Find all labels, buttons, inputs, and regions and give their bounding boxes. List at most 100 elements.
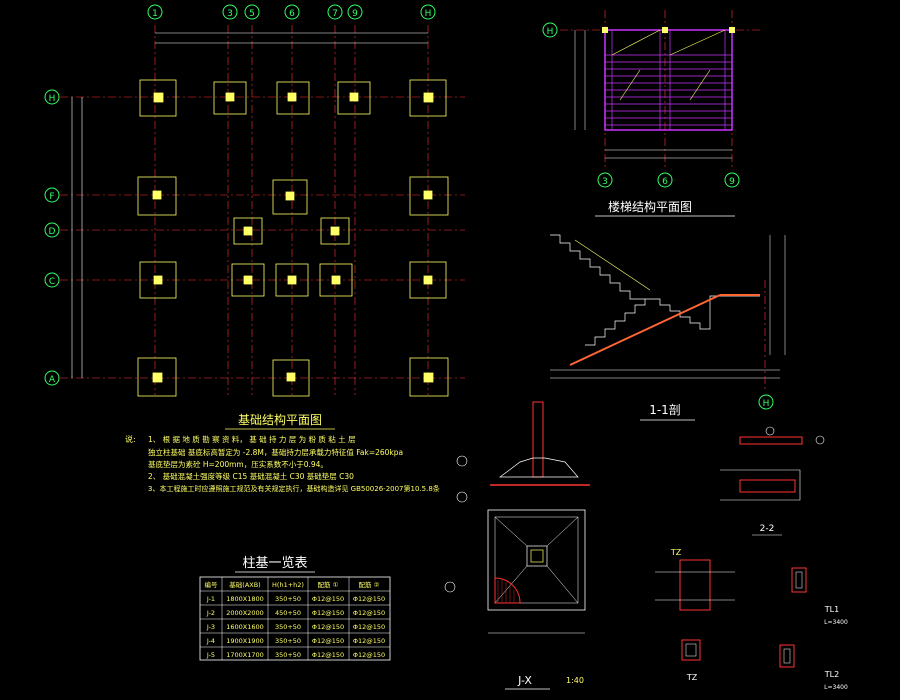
table-header-cell: 基础(AXB) (229, 580, 260, 589)
table-cell: 2000X2000 (226, 609, 264, 617)
svg-text:H: H (547, 27, 554, 37)
detail-22-label: 2-2 (760, 524, 775, 534)
grid-bubble: F (44, 187, 60, 203)
grid-bubble: 7 (327, 4, 343, 20)
tl2-detail: TL2 L=3400 (779, 644, 848, 691)
tl1-detail: TL1 L=3400 (791, 567, 848, 626)
svg-text:7: 7 (332, 9, 338, 19)
table-cell: J-3 (206, 623, 215, 631)
table-cell: 1700X1700 (226, 651, 264, 659)
detail-2-2: 2-2 (720, 426, 825, 536)
foundation-plan-title: 基础结构平面图 (238, 412, 322, 427)
foundation-grid-lines (60, 25, 465, 395)
table-cell: Φ12@150 (312, 623, 344, 631)
table-header-cell: 配筋 ① (318, 580, 339, 589)
footing-schedule-table: 编号 基础(AXB) H(h1+h2) 配筋 ① 配筋 ② J-1 1800X1… (199, 576, 391, 661)
tz2-label: TZ (686, 673, 698, 682)
grid-bubbles-left: H F D C A (44, 89, 60, 386)
table-cell: 1600X1600 (226, 623, 264, 631)
svg-text:F: F (49, 192, 54, 202)
grid-bubble: 3 (597, 172, 613, 188)
table-cell: Φ12@150 (312, 637, 344, 645)
grid-bubble: 1 (147, 4, 163, 20)
svg-text:3: 3 (227, 9, 233, 19)
table-cell: Φ12@150 (353, 637, 385, 645)
tl1-scale: L=3400 (824, 619, 848, 626)
svg-text:H: H (763, 399, 770, 409)
svg-text:D: D (49, 227, 56, 237)
note-line: 3、本工程施工时应遵照施工规范及有关规定执行，基础构造详见 GB50026-20… (148, 484, 440, 493)
svg-text:1: 1 (152, 9, 158, 19)
table-header-cell: 编号 (205, 580, 219, 589)
table-header-cell: H(h1+h2) (272, 581, 304, 589)
tl2-scale: L=3400 (824, 684, 848, 691)
table-cell: J-5 (206, 651, 215, 659)
section-title: 1-1剖 (649, 403, 681, 417)
svg-text:H: H (49, 94, 56, 104)
grid-bubble: 6 (657, 172, 673, 188)
svg-text:6: 6 (662, 177, 668, 187)
table-cell: 350+50 (275, 595, 301, 603)
svg-text:A: A (49, 375, 56, 385)
svg-text:9: 9 (729, 177, 735, 187)
table-cell: Φ12@150 (353, 623, 385, 631)
tz-detail: TZ (655, 548, 735, 611)
svg-text:9: 9 (352, 9, 358, 19)
note-line: 1、 根 据 地 质 勘 察 资 料， 基 础 持 力 层 为 粉 质 粘 土 … (148, 434, 356, 444)
tz2-detail: TZ (681, 639, 701, 682)
note-line: 2、 基础混凝土强度等级 C15 基础混凝土 C30 基础垫层 C30 (148, 471, 354, 481)
grid-bubble: H (44, 89, 60, 105)
grid-bubble: H (758, 394, 774, 410)
table-cell: Φ12@150 (353, 609, 385, 617)
note-line: 独立柱基础 基底标高暂定为 -2.8M，基础持力层承载力特征值 Fak=260k… (148, 447, 403, 457)
detail-jx-label: J-X (517, 674, 532, 687)
svg-text:C: C (49, 277, 55, 287)
table-cell: J-4 (206, 637, 215, 645)
grid-bubble: 5 (244, 4, 260, 20)
tz-label: TZ (670, 548, 682, 557)
table-cell: Φ12@150 (312, 595, 344, 603)
grid-bubble: 9 (347, 4, 363, 20)
table-cell: Φ12@150 (312, 609, 344, 617)
table-cell: 1800X1800 (226, 595, 264, 603)
table-cell: Φ12@150 (353, 651, 385, 659)
svg-text:3: 3 (602, 177, 608, 187)
table-cell: 350+50 (275, 651, 301, 659)
grid-bubble: C (44, 272, 60, 288)
tl2-label: TL2 (824, 670, 839, 679)
table-title: 柱基一览表 (242, 555, 307, 571)
table-header-cell: 配筋 ② (359, 580, 380, 589)
table-cell: 1900X1900 (226, 637, 264, 645)
grid-bubble: D (44, 222, 60, 238)
grid-bubble: H (542, 22, 558, 38)
table-cell: 450+50 (275, 609, 301, 617)
detail-jx-scale: 1:40 (566, 676, 584, 685)
grid-bubble: 6 (284, 4, 300, 20)
svg-text:6: 6 (289, 9, 295, 19)
grid-bubbles-top: 1 3 5 6 7 9 H (147, 4, 436, 20)
grid-bubble: H (420, 4, 436, 20)
table-cell: J-1 (206, 595, 215, 603)
table-cell: J-2 (206, 609, 215, 617)
stair-plan-title: 楼梯结构平面图 (608, 199, 692, 214)
grid-bubble: A (44, 370, 60, 386)
foundation-dimension-lines (71, 32, 428, 378)
grid-bubble: 3 (222, 4, 238, 20)
note-line: 基底垫层为素砼 H=200mm，压实系数不小于0.94。 (148, 459, 328, 469)
notes-label: 说: (125, 434, 136, 444)
table-cell: 350+50 (275, 637, 301, 645)
table-cell: Φ12@150 (353, 595, 385, 603)
grid-bubble: 9 (724, 172, 740, 188)
table-cell: Φ12@150 (312, 651, 344, 659)
stair-plan: H 3 6 9 楼梯结构平面图 (542, 10, 760, 217)
stair-section: H 1-1剖 (550, 234, 786, 421)
foundation-footings (137, 79, 449, 397)
general-notes: 说: 1、 根 据 地 质 勘 察 资 料， 基 础 持 力 层 为 粉 质 粘… (125, 434, 440, 493)
tl1-label: TL1 (824, 605, 839, 614)
svg-text:H: H (425, 9, 432, 19)
table-cell: 350+50 (275, 623, 301, 631)
footing-detail: J-X 1:40 (444, 401, 590, 690)
svg-text:5: 5 (249, 9, 255, 19)
